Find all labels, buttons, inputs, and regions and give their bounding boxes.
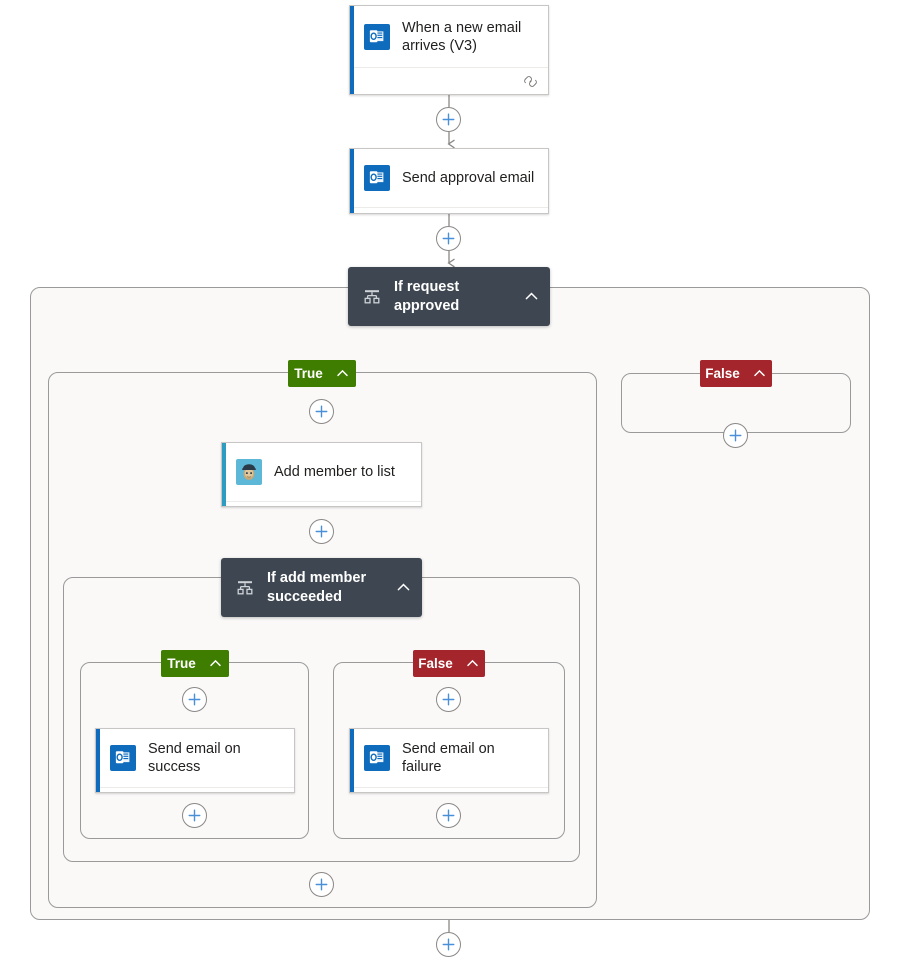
card-header: Send approval email: [350, 149, 548, 207]
branch-label: False: [705, 366, 740, 381]
card-send-approval-email[interactable]: Send approval email: [349, 148, 549, 214]
chevron-up-icon[interactable]: [465, 656, 480, 671]
card-footer: [350, 207, 548, 215]
chevron-up-icon[interactable]: [335, 366, 350, 381]
card-header: When a new email arrives (V3): [350, 6, 548, 67]
outlook-icon: [110, 745, 136, 771]
branch-badge-outer-false[interactable]: False: [700, 360, 772, 387]
chevron-up-icon[interactable]: [395, 579, 412, 596]
card-accent-bar: [96, 729, 100, 792]
card-header: Send email on failure: [350, 729, 548, 787]
card-footer: [350, 787, 548, 792]
card-send-email-on-success[interactable]: Send email on success: [95, 728, 295, 793]
card-if-add-member-succeeded[interactable]: If add member succeeded: [221, 558, 422, 617]
add-action-button-inner-false-top[interactable]: [436, 687, 461, 712]
card-add-member-to-list[interactable]: Add member to list: [221, 442, 422, 507]
add-action-button-outer-true-branch[interactable]: [309, 399, 334, 424]
condition-icon: [235, 578, 255, 598]
branch-badge-inner-false[interactable]: False: [413, 650, 485, 677]
add-action-button-inner-false-bottom[interactable]: [436, 803, 461, 828]
card-title: When a new email arrives (V3): [402, 19, 522, 54]
card-footer: [96, 787, 294, 792]
outlook-icon: [364, 23, 390, 50]
mailchimp-icon: [236, 459, 262, 485]
chevron-up-icon[interactable]: [208, 656, 223, 671]
card-title: Send approval email: [402, 170, 535, 186]
card-footer: [350, 67, 548, 94]
card-when-a-new-email-arrives[interactable]: When a new email arrives (V3): [349, 5, 549, 95]
card-title: Add member to list: [274, 464, 395, 480]
branch-label: True: [294, 366, 323, 381]
card-title: Send email on failure: [402, 741, 495, 775]
add-action-button-after-trigger[interactable]: [436, 107, 461, 132]
add-action-button-outer-false-branch[interactable]: [723, 423, 748, 448]
add-action-button-after-add-member[interactable]: [309, 519, 334, 544]
add-action-button-inner-true-top[interactable]: [182, 687, 207, 712]
card-accent-bar: [350, 149, 354, 213]
add-action-button-after-send-approval[interactable]: [436, 226, 461, 251]
link-icon[interactable]: [523, 74, 538, 89]
card-send-email-on-failure[interactable]: Send email on failure: [349, 728, 549, 793]
add-action-button-outer-true-bottom[interactable]: [309, 872, 334, 897]
chevron-up-icon[interactable]: [752, 366, 767, 381]
card-header: Send email on success: [96, 729, 294, 787]
card-accent-bar: [350, 6, 354, 94]
add-action-button-inner-true-bottom[interactable]: [182, 803, 207, 828]
card-title: Send email on success: [148, 741, 241, 775]
card-accent-bar: [350, 729, 354, 792]
card-accent-bar: [222, 443, 226, 506]
condition-title: If request approved: [394, 278, 460, 314]
card-footer: [222, 501, 421, 506]
branch-label: True: [167, 656, 196, 671]
link-icon[interactable]: [523, 214, 538, 215]
outlook-icon: [364, 165, 390, 191]
condition-title: If add member succeeded: [267, 569, 367, 605]
branch-label: False: [418, 656, 453, 671]
card-header: Add member to list: [222, 443, 421, 501]
branch-badge-inner-true[interactable]: True: [161, 650, 229, 677]
condition-icon: [362, 287, 382, 307]
chevron-up-icon[interactable]: [523, 288, 540, 305]
outlook-icon: [364, 745, 390, 771]
add-action-button-flow-end[interactable]: [436, 932, 461, 957]
branch-badge-outer-true[interactable]: True: [288, 360, 356, 387]
card-if-request-approved[interactable]: If request approved: [348, 267, 550, 326]
